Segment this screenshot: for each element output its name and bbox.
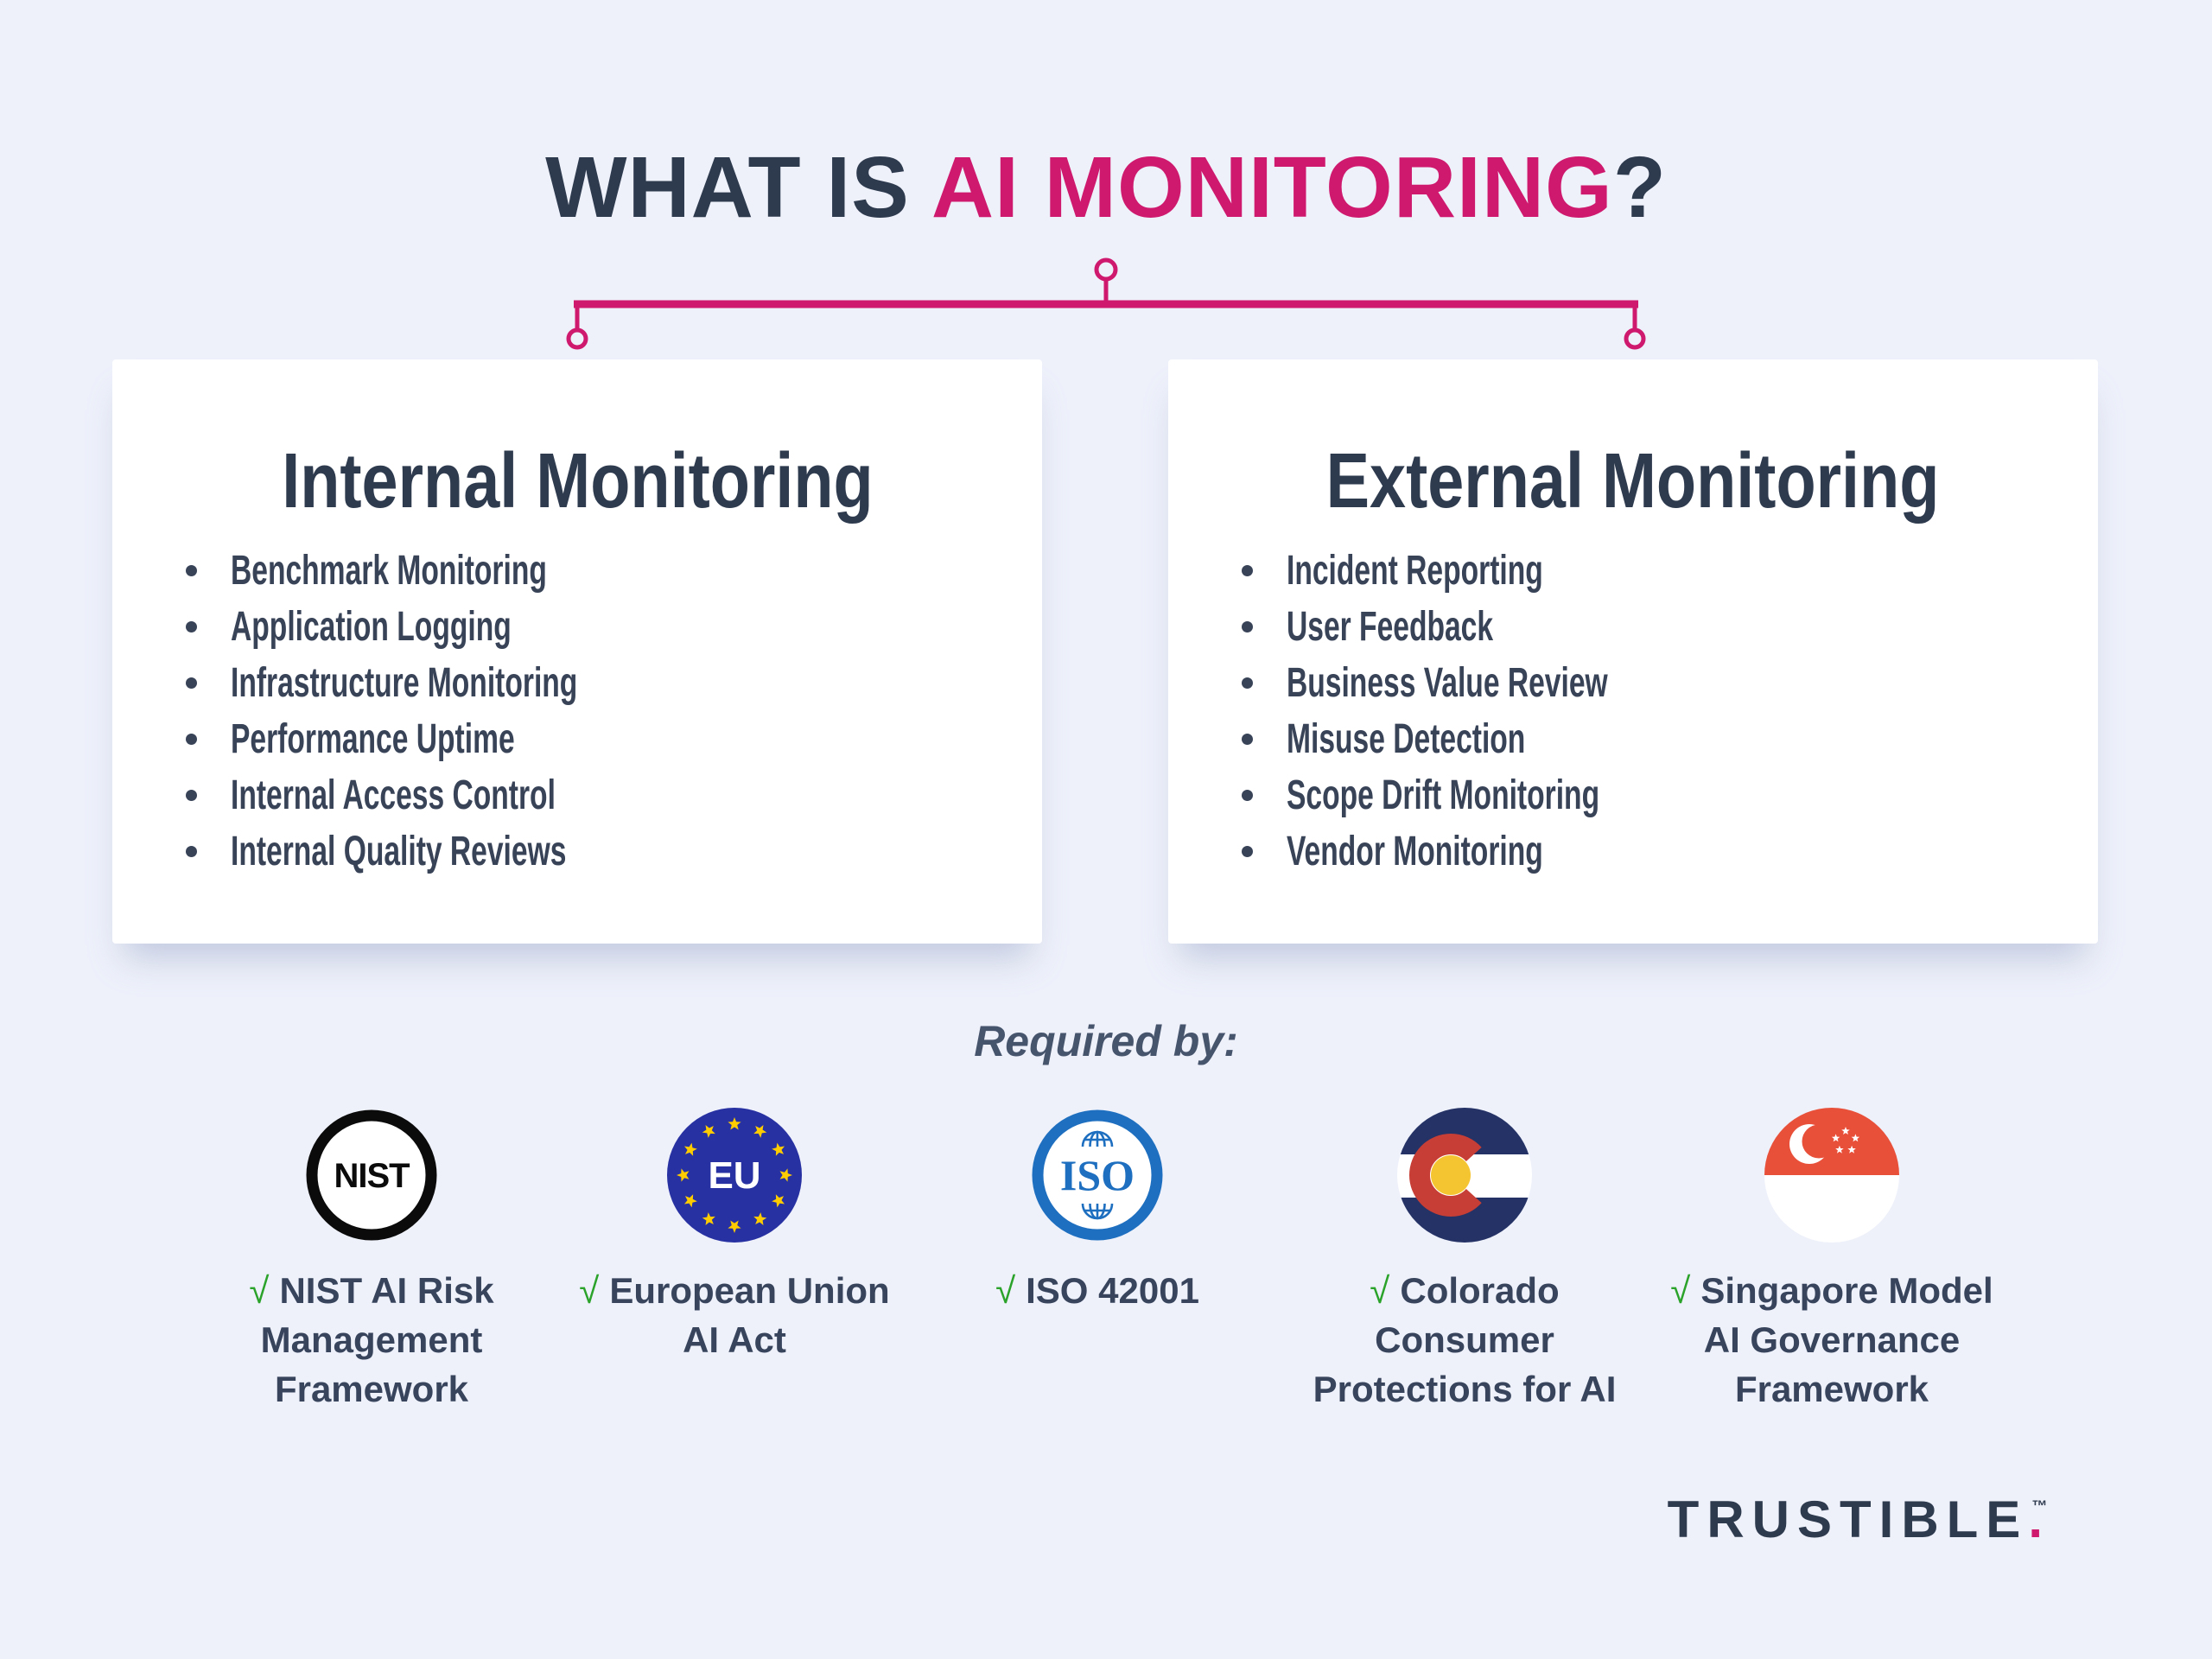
- list-item: Application Logging: [186, 599, 1042, 655]
- external-monitoring-card: External Monitoring Incident Reporting U…: [1168, 359, 2098, 944]
- external-monitoring-list: Incident Reporting User Feedback Busines…: [1168, 543, 2098, 880]
- check-icon: √: [579, 1270, 600, 1311]
- card-title-text: External Monitoring: [1326, 438, 1940, 524]
- list-item: Internal Access Control: [186, 767, 1042, 823]
- list-item: Vendor Monitoring: [1242, 823, 2098, 880]
- card-title-text: Internal Monitoring: [281, 438, 874, 524]
- list-item: Internal Quality Reviews: [186, 823, 1042, 880]
- list-item: Misuse Detection: [1242, 711, 2098, 767]
- singapore-flag-icon: [1764, 1108, 1899, 1243]
- badge-caption: √Colorado Consumer Protections for AI: [1313, 1270, 1617, 1409]
- external-monitoring-title: External Monitoring: [1168, 442, 2098, 520]
- list-item: Performance Uptime: [186, 711, 1042, 767]
- title-suffix: ?: [1612, 139, 1667, 236]
- internal-monitoring-title: Internal Monitoring: [112, 442, 1042, 520]
- eu-flag-icon: EU: [667, 1108, 802, 1243]
- bracket-connector-icon: [566, 257, 1646, 350]
- internal-monitoring-list: Benchmark Monitoring Application Logging…: [112, 543, 1042, 880]
- list-item: User Feedback: [1242, 599, 2098, 655]
- nist-logo-icon: NIST: [306, 1109, 437, 1241]
- iso-logo-icon: ISO: [1032, 1109, 1163, 1241]
- badge-nist: NIST √NIST AI Risk Management Framework: [190, 1108, 553, 1414]
- check-icon: √: [1370, 1270, 1390, 1311]
- list-item: Benchmark Monitoring: [186, 543, 1042, 599]
- list-item: Incident Reporting: [1242, 543, 2098, 599]
- badge-caption: √NIST AI Risk Management Framework: [249, 1270, 494, 1409]
- trustible-wordmark: TRUSTIBLE: [1667, 1491, 2029, 1548]
- list-item: Infrastructure Monitoring: [186, 655, 1042, 711]
- svg-text:NIST: NIST: [334, 1157, 410, 1195]
- badge-colorado: √Colorado Consumer Protections for AI: [1283, 1108, 1646, 1414]
- check-icon: √: [249, 1270, 270, 1311]
- colorado-flag-icon: [1397, 1108, 1532, 1243]
- badge-caption: √Singapore Model AI Governance Framework: [1670, 1270, 1993, 1409]
- check-icon: √: [995, 1270, 1016, 1311]
- list-item: Scope Drift Monitoring: [1242, 767, 2098, 823]
- trustible-dot: .: [2028, 1491, 2043, 1548]
- badge-caption: √ISO 42001: [995, 1270, 1199, 1311]
- check-icon: √: [1670, 1270, 1691, 1311]
- badge-iso: ISO √ISO 42001: [916, 1108, 1279, 1315]
- title-prefix: WHAT IS: [545, 139, 931, 236]
- title-highlight: AI MONITORING: [931, 139, 1613, 236]
- badge-caption: √European Union AI Act: [579, 1270, 890, 1360]
- badge-eu: EU √European Union AI Act: [553, 1108, 916, 1364]
- required-by-label: Required by:: [974, 1017, 1238, 1065]
- svg-text:EU: EU: [708, 1154, 760, 1197]
- svg-text:ISO: ISO: [1060, 1151, 1135, 1199]
- page-title: WHAT IS AI MONITORING?: [0, 138, 2212, 238]
- list-item: Business Value Review: [1242, 655, 2098, 711]
- badge-singapore: √Singapore Model AI Governance Framework: [1650, 1108, 2013, 1414]
- internal-monitoring-card: Internal Monitoring Benchmark Monitoring…: [112, 359, 1042, 944]
